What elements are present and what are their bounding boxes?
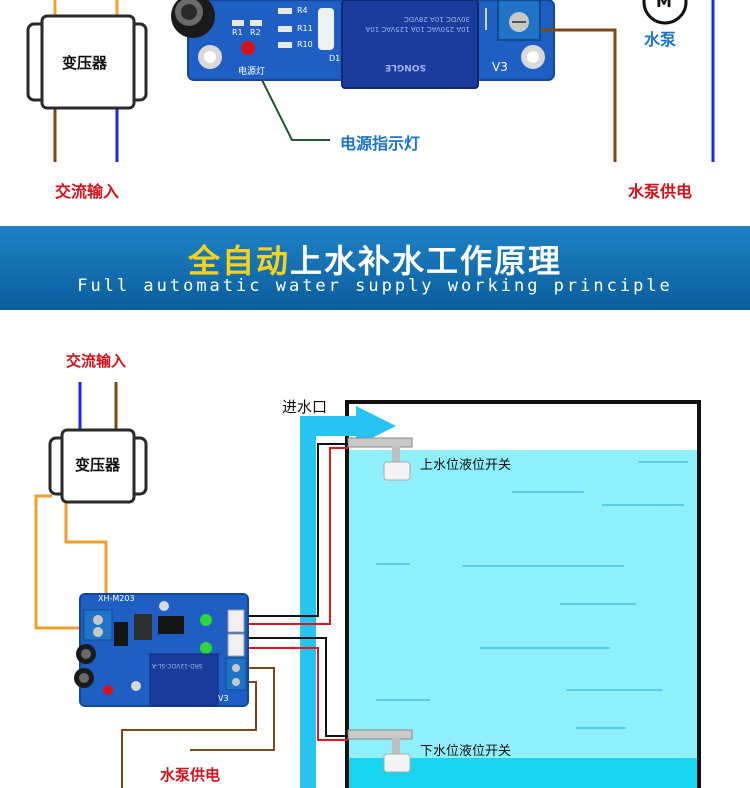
- water-ripples: [376, 461, 688, 729]
- upper-switch-wire-black: [240, 443, 348, 617]
- upper-switch-label: 上水位液位开关: [420, 458, 512, 473]
- top-transformer-label: 变压器: [62, 54, 108, 72]
- inlet-pipe-horizontal: [300, 416, 360, 436]
- top-diagram: [26, 0, 715, 162]
- bottom-pump-wire-1: [190, 667, 275, 751]
- lower-switch-label: 下水位液位开关: [420, 744, 512, 759]
- top-ac-input-label: 交流输入: [55, 182, 120, 201]
- top-transformer: [26, 14, 148, 110]
- tank-outline: [345, 400, 701, 788]
- top-pump-wire-brown: [540, 28, 617, 162]
- inlet-label: 进水口: [282, 398, 328, 416]
- bottom-pump-terminal: [225, 657, 247, 691]
- top-power-led: [241, 41, 255, 55]
- top-indicator-leader: [261, 79, 330, 141]
- top-r11-silk: R11: [297, 24, 313, 33]
- motor-letter: M: [656, 0, 672, 11]
- bottom-lower-connector: [227, 633, 245, 657]
- title-banner: 全自动上水补水工作原理 Full automatic water supply …: [0, 226, 750, 310]
- top-pump-power-label: 水泵供电: [628, 182, 693, 201]
- bottom-green-led-2: [200, 642, 212, 654]
- top-r1-silk: R1: [232, 28, 243, 37]
- bottom-relay: [149, 653, 219, 707]
- inlet-arrow-icon: [356, 406, 396, 446]
- bottom-relay-board: [74, 593, 249, 707]
- bottom-pump-wire-2: [121, 681, 257, 788]
- banner-subtitle: Full automatic water supply working prin…: [77, 276, 673, 296]
- top-board-id: V3: [492, 60, 508, 74]
- banner-title-highlight: 全自动: [187, 242, 290, 280]
- bottom-board-v: V3: [218, 694, 229, 703]
- bottom-diagram: [34, 382, 701, 788]
- bottom-board-id: XH-M203: [98, 594, 135, 603]
- bottom-wire-orange-2: [34, 494, 90, 630]
- lower-switch-wire-black: [240, 637, 348, 737]
- inlet-pipe-vertical: [300, 426, 316, 788]
- bottom-pump-power-label: 水泵供电: [160, 766, 221, 784]
- bottom-power-led: [103, 685, 113, 695]
- top-relay-board: [171, 0, 555, 89]
- top-r4-silk: R4: [297, 6, 308, 15]
- bottom-transformer-label: 变压器: [75, 456, 121, 474]
- top-power-indicator-label: 电源指示灯: [340, 134, 421, 153]
- bottom-green-led-1: [200, 614, 212, 626]
- bottom-ac-input-label: 交流输入: [66, 352, 127, 370]
- bottom-wire-orange-1: [64, 496, 108, 618]
- upper-float-switch: [347, 437, 413, 481]
- top-relay: [341, 0, 479, 89]
- top-r2-silk: R2: [250, 28, 261, 37]
- lower-float-switch: [347, 729, 413, 773]
- motor-icon: [642, 0, 688, 25]
- top-relay-specs: 10A 250VAC 10A 125VAC 10A 30VDC 10A 28VD…: [365, 15, 471, 33]
- bottom-transformer: [48, 428, 148, 504]
- top-led-silk: 电源灯: [238, 67, 266, 77]
- lower-switch-wire-red: [240, 647, 348, 741]
- banner-title: 全自动上水补水工作原理: [0, 236, 750, 282]
- top-pump-label: 水泵: [644, 30, 677, 49]
- bottom-relay-model: SRD-12VDC-SL-A: [152, 662, 203, 669]
- banner-title-rest: 上水补水工作原理: [290, 242, 563, 280]
- top-relay-brand: SONGLE: [385, 62, 426, 72]
- top-d1-silk: D1: [329, 54, 341, 63]
- top-r10-silk: R10: [297, 40, 313, 49]
- bottom-upper-connector: [227, 609, 245, 633]
- upper-switch-wire-red: [240, 447, 348, 625]
